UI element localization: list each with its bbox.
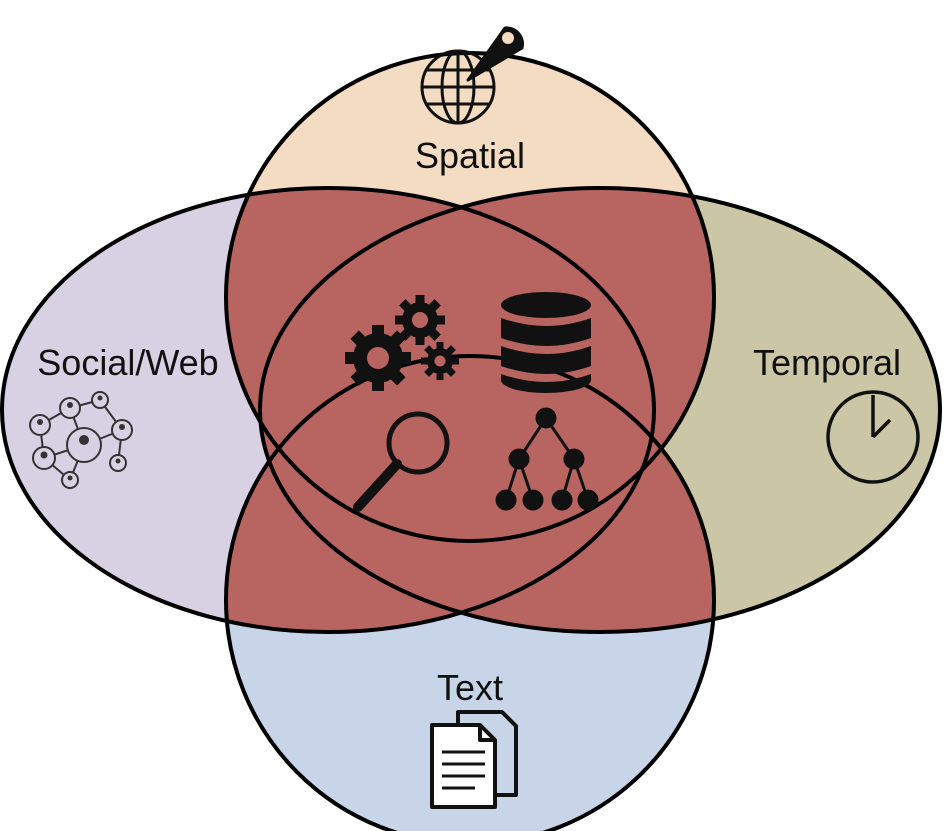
documents-icon [430,710,518,809]
magnifier-icon [353,411,450,512]
social-label: Social/Web [37,342,218,383]
social-network-icon [29,391,133,489]
hierarchy-tree-icon [495,407,599,511]
text-label: Text [437,667,503,708]
temporal-label: Temporal [753,342,901,383]
gears-icon [345,295,459,391]
globe-with-map-pin-icon [420,26,524,125]
clock-icon [826,390,920,484]
database-icon [501,292,591,393]
spatial-label: Spatial [415,135,525,176]
